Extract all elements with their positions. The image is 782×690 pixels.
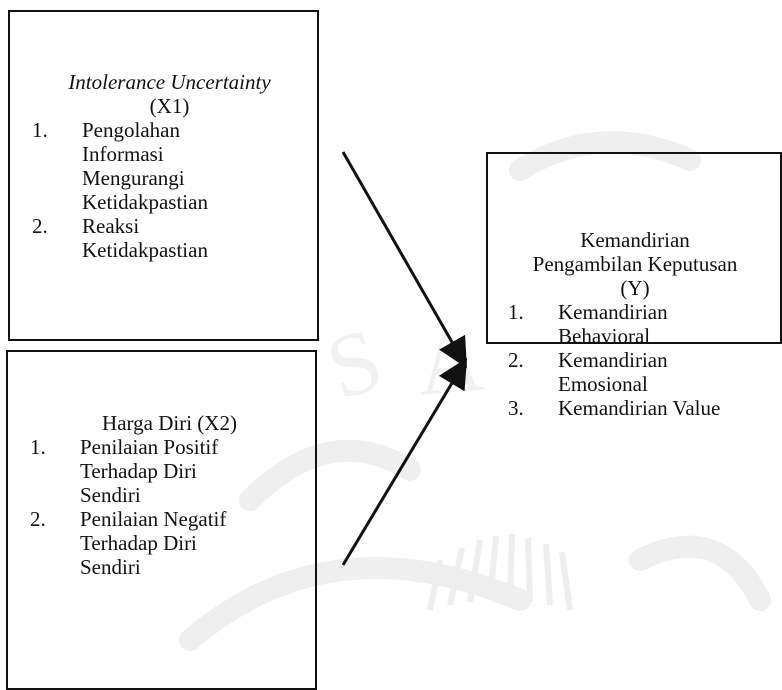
x1-item-1-line: Informasi	[82, 142, 164, 166]
y-item-1-number: 1.	[508, 300, 524, 324]
x2-item-2-line: Sendiri	[80, 555, 141, 579]
y-indicator-item: 1. Kemandirian Behavioral	[508, 300, 780, 348]
x2-item-2-line: Terhadap Diri	[80, 531, 197, 555]
x1-item-2-line: Ketidakpastian	[82, 238, 208, 262]
x1-variable-code: (X1)	[149, 94, 190, 118]
x2-title: Harga Diri (X2)	[102, 411, 237, 435]
node-x2-harga-diri: Harga Diri (X2) 1. Penilaian Positif Ter…	[6, 350, 317, 690]
x1-item-1-line: Pengolahan	[82, 118, 180, 142]
svg-text:A: A	[413, 311, 486, 415]
x2-indicator-list: 1. Penilaian Positif Terhadap Diri Sendi…	[30, 435, 315, 579]
x2-item-1-number: 1.	[30, 435, 46, 459]
x1-title: Intolerance Uncertainty	[68, 70, 271, 94]
y-item-2-number: 2.	[508, 348, 524, 372]
y-title-line1: Kemandirian	[580, 228, 690, 252]
x1-item-2-line: Reaksi	[82, 214, 140, 238]
x2-item-2-line: Penilaian Negatif	[80, 507, 227, 531]
y-item-2-line: Kemandirian	[558, 348, 668, 372]
x2-item-1-line: Sendiri	[80, 483, 141, 507]
node-x1-intolerance-uncertainty: Intolerance Uncertainty (X1) 1. Pengolah…	[8, 10, 319, 341]
x2-indicator-item: 1. Penilaian Positif Terhadap Diri Sendi…	[30, 435, 315, 507]
x2-item-2-number: 2.	[30, 507, 46, 531]
y-item-3-line: Kemandirian Value	[558, 396, 721, 420]
x1-item-2-number: 2.	[32, 214, 48, 238]
svg-text:S: S	[316, 309, 394, 419]
x1-item-1-line: Mengurangi	[82, 166, 185, 190]
y-item-2-line: Emosional	[558, 372, 648, 396]
y-item-3-number: 3.	[508, 396, 524, 420]
x2-indicator-item: 2. Penilaian Negatif Terhadap Diri Sendi…	[30, 507, 315, 579]
x1-item-1-number: 1.	[32, 118, 48, 142]
x1-item-1-line: Ketidakpastian	[82, 190, 208, 214]
y-item-1-line: Kemandirian	[558, 300, 668, 324]
y-item-1-line: Behavioral	[558, 324, 651, 348]
x1-indicator-item: 2. Reaksi Ketidakpastian	[32, 214, 317, 262]
x2-item-1-line: Penilaian Positif	[80, 435, 219, 459]
y-variable-code: (Y)	[620, 276, 650, 300]
x2-item-1-line: Terhadap Diri	[80, 459, 197, 483]
y-indicator-item: 3. Kemandirian Value	[508, 396, 780, 420]
y-indicator-list: 1. Kemandirian Behavioral 2. Kemandirian…	[508, 300, 780, 420]
x1-indicator-list: 1. Pengolahan Informasi Mengurangi Ketid…	[32, 118, 317, 262]
node-y-kemandirian-pengambilan-keputusan: Kemandirian Pengambilan Keputusan (Y) 1.…	[486, 152, 782, 420]
x1-indicator-item: 1. Pengolahan Informasi Mengurangi Ketid…	[32, 118, 317, 214]
y-title-line2: Pengambilan Keputusan	[532, 252, 738, 276]
y-indicator-item: 2. Kemandirian Emosional	[508, 348, 780, 396]
